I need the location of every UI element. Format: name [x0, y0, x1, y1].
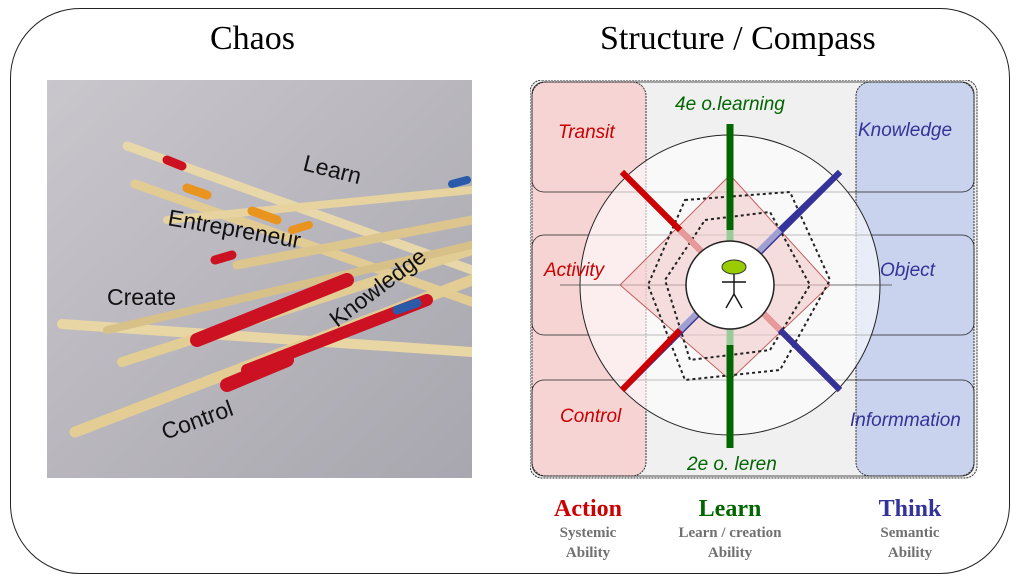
rounded-frame — [10, 8, 1010, 574]
footer-action-line2: Ability — [565, 545, 611, 561]
footer-think-line2: Ability — [887, 545, 933, 561]
sticks — [57, 141, 472, 438]
chaos-title: Chaos — [210, 20, 295, 57]
right-label-knowledge: Knowledge — [858, 120, 952, 141]
footer-think-line1: Semantic — [880, 525, 940, 541]
compass-diagram: 4e o.learning 2e o. leren Transit Activi… — [529, 79, 980, 485]
left-label-transit: Transit — [558, 122, 615, 143]
structure-compass-title: Structure / Compass — [600, 20, 876, 57]
footer-action-line1: Systemic — [559, 525, 617, 541]
footer-learn-line1: Learn / creation — [678, 525, 782, 541]
footer-action: Action Systemic Ability — [533, 496, 643, 563]
left-label-control: Control — [560, 406, 622, 427]
left-label-activity: Activity — [543, 260, 606, 281]
footer-think-title: Think — [878, 496, 942, 522]
footer-action-title: Action — [554, 496, 622, 522]
footer-learn-line2: Ability — [707, 545, 753, 561]
person-head — [721, 259, 747, 275]
footer-learn: Learn Learn / creation Ability — [660, 496, 800, 563]
bottom-label: 2e o. leren — [686, 454, 777, 475]
right-label-information: Informmation — [850, 410, 961, 431]
footer-think: Think Semantic Ability — [855, 496, 965, 563]
stick-label-create: Create — [107, 284, 176, 310]
top-label: 4e o.learning — [675, 94, 785, 115]
person-icon — [722, 274, 746, 309]
right-label-object: Object — [880, 260, 936, 281]
centre-circle — [685, 240, 775, 330]
footer-learn-title: Learn — [698, 496, 762, 522]
chaos-photo: Learn Entrepreneur Create Knowledge Cont… — [47, 80, 472, 478]
